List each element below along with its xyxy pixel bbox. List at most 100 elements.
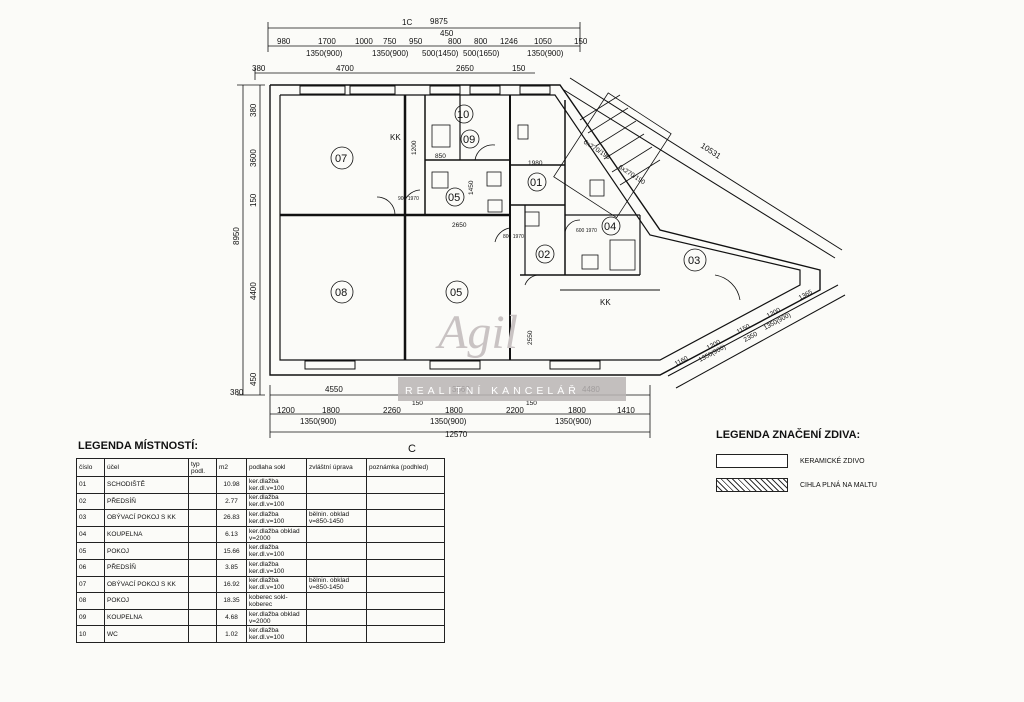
dim-left-item: 4400: [249, 282, 258, 300]
dim-top-row1-item: 1050: [534, 37, 552, 46]
dim-top-row2-item: 1350(900): [306, 49, 343, 58]
table-row: 01 SCHODIŠTĚ 10.98 ker.dlažba ker.dl.v=1…: [76, 476, 445, 494]
dim-top-row2-item: 1350(900): [527, 49, 564, 58]
room-area: 26.83: [216, 509, 247, 527]
table-row: 07 OBÝVACÍ POKOJ S KK 16.92 ker.dlažba k…: [76, 575, 445, 594]
room-number: 01: [530, 177, 542, 189]
table-row: 05 POKOJ 15.66 ker.dlažba ker.dl.v=100: [76, 542, 445, 560]
room-no: 04: [76, 525, 105, 544]
dim-bottom-overall: 12570: [445, 430, 468, 439]
room-type: [188, 625, 217, 643]
dim-inner-item: 1450: [468, 180, 475, 195]
fixtures: [431, 124, 636, 271]
room-type: [188, 542, 217, 560]
room-special: [306, 525, 367, 544]
table-header-cell: podlaha sokl: [246, 458, 307, 477]
dim-inner-item: 1980: [528, 160, 543, 167]
door-swings: [376, 144, 741, 301]
watermark-logo: Agil: [435, 306, 518, 359]
windows: [299, 85, 601, 370]
room-special: [306, 492, 367, 511]
room-note: [366, 509, 445, 527]
room-legend-title: LEGENDA MÍSTNOSTÍ:: [78, 440, 198, 452]
wall-legend-label: KERAMICKÉ ZDIVO: [800, 458, 865, 465]
table-header-cell: číslo: [76, 458, 105, 477]
dim-left-total: 8950: [232, 227, 241, 245]
room-type: [188, 592, 217, 610]
room-purpose: KOUPELNA: [104, 608, 189, 627]
sink-icon: [524, 211, 540, 227]
sink-icon: [486, 171, 502, 187]
room-note: [366, 476, 445, 494]
dim-left-item: 3600: [249, 149, 258, 167]
dim-inner-item: 1200: [411, 140, 418, 155]
room-floor: ker.dlažba ker.dl.v=100: [246, 625, 307, 643]
stair-label: 6x270/190: [582, 139, 612, 162]
dim-diagonal-item: 2350: [743, 331, 759, 344]
room-no: 07: [76, 575, 105, 594]
room-number: 05: [448, 192, 460, 204]
room-number: 03: [688, 255, 700, 267]
washbasin-icon: [487, 199, 503, 213]
table-header-cell: typ podl.: [188, 458, 217, 477]
room-area: 18.35: [216, 592, 247, 610]
room-area: 10.98: [216, 476, 247, 494]
room-area: 16.92: [216, 575, 247, 594]
ceramic-wall-swatch: [716, 454, 788, 468]
room-no: 01: [76, 476, 105, 494]
dim-diagonal-item: 1365: [798, 289, 814, 302]
dim-top-row1-item: 980: [277, 37, 291, 46]
dim-top-row1-item: 950: [409, 37, 423, 46]
dim-top-row2-item: 500(1650): [463, 49, 500, 58]
table-row: 03 OBÝVACÍ POKOJ S KK 26.83 ker.dlažba k…: [76, 509, 445, 527]
dim-bottom-row2: 1200 1800 2260 1800 2200 1800 1410 150 1…: [277, 400, 635, 415]
dim-top-row2-item: 500(1450): [422, 49, 459, 58]
room-type: [188, 476, 217, 494]
table-row: 10 WC 1.02 ker.dlažba ker.dl.v=100: [76, 625, 445, 643]
room-type: [188, 509, 217, 527]
watermark-bar: REALITNÍ KANCELÁŘ: [398, 377, 626, 401]
room-area: 15.66: [216, 542, 247, 560]
room-floor: ker.dlažba ker.dl.v=100: [246, 492, 307, 511]
room-type: [188, 575, 217, 594]
room-number: 07: [335, 153, 347, 165]
dim-left-item: 450: [249, 372, 258, 386]
room-labels: [330, 104, 707, 304]
room-number: 10: [457, 109, 469, 121]
dim-bottom-row3-item: 1350(900): [430, 417, 467, 426]
room-purpose: WC: [104, 625, 189, 643]
dim-bottom-row2-item: 150: [526, 400, 537, 407]
dim-top-mark: 1C: [402, 18, 412, 27]
dim-inner-item: 900 1970: [398, 196, 419, 202]
room-type: [188, 558, 217, 577]
room-note: [366, 525, 445, 544]
room-number: 04: [604, 221, 616, 233]
room-purpose: OBÝVACÍ POKOJ S KK: [104, 509, 189, 527]
dim-top-row1-item: 800: [448, 37, 462, 46]
dim-top-row1-item: 1000: [355, 37, 373, 46]
room-note: [366, 542, 445, 560]
room-note: [366, 625, 445, 643]
room-floor: ker.dlažba obklad v=2000: [246, 525, 307, 544]
dim-left-item: 380: [230, 388, 244, 397]
shower-icon: [609, 239, 636, 271]
room-area: 3.85: [216, 558, 247, 577]
room-floor: ker.dlažba ker.dl.v=100: [246, 558, 307, 577]
sink-icon: [431, 171, 449, 189]
dim-inner-item: 600 1970: [576, 228, 597, 234]
table-row: 04 KOUPELNA 6.13 ker.dlažba obklad v=200…: [76, 525, 445, 544]
dim-top-row1: 980 1700 1000 750 950 450 800 800 1246 1…: [277, 29, 588, 46]
dim-bottom-row2-item: 1800: [445, 406, 463, 415]
room-purpose: PŘEDSÍŇ: [104, 558, 189, 577]
dim-bottom-row2-item: 2260: [383, 406, 401, 415]
dim-bottom-row2-item: 2200: [506, 406, 524, 415]
table-header-row: číslo účel typ podl. m2 podlaha sokl zvl…: [76, 458, 445, 477]
room-purpose: PŘEDSÍŇ: [104, 492, 189, 511]
room-special: bělnin. obklad v=850-1450: [306, 509, 367, 527]
table-row: 09 KOUPELNA 4.68 ker.dlažba obklad v=200…: [76, 608, 445, 627]
dim-top-row3-item: 4700: [336, 64, 354, 73]
table-header-cell: účel: [104, 458, 189, 477]
table-row: 08 POKOJ 18.35 koberec sokl-koberec: [76, 592, 445, 610]
dim-top-row2-item: 1350(900): [372, 49, 409, 58]
